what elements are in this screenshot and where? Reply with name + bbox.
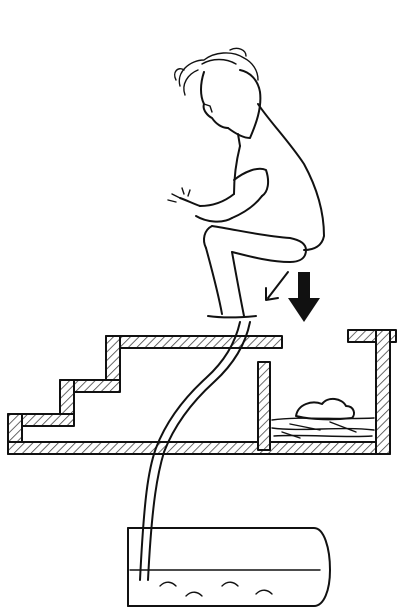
feces-drop-arrow bbox=[288, 272, 320, 322]
urine-flow-arrow bbox=[266, 272, 288, 300]
drying-chamber bbox=[272, 399, 374, 438]
collection-tank bbox=[128, 528, 330, 606]
hatched-stepped-platform bbox=[8, 330, 396, 454]
